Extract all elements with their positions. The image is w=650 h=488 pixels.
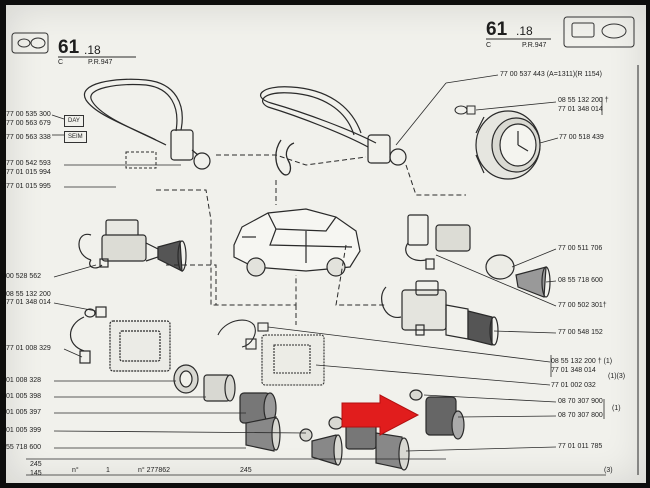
highlight-arrow bbox=[341, 394, 420, 436]
footer-left-1: 245 bbox=[30, 461, 42, 468]
footer-mid-1: n° bbox=[72, 467, 79, 474]
part-label-r17: (3) bbox=[604, 467, 613, 474]
header-icon-left bbox=[11, 32, 49, 54]
part-label-l12: 01 005 398 bbox=[6, 393, 42, 400]
part-label-l8: 08 55 132 200 bbox=[6, 291, 51, 298]
part-label-r5: 77 00 511 706 bbox=[558, 245, 603, 252]
footer-mid-3: n° 277862 bbox=[138, 467, 170, 474]
subsection-left: .18 bbox=[84, 43, 101, 57]
part-label-r11: (1)(3) bbox=[608, 373, 626, 380]
clock-bulb bbox=[454, 105, 476, 115]
subsection-right: .18 bbox=[516, 24, 533, 38]
part-label-l6: 77 01 015 995 bbox=[6, 183, 51, 190]
ref-left: P.R.947 bbox=[88, 59, 113, 66]
part-label-r7: 77 00 502 301† bbox=[558, 302, 607, 309]
switch-label-seim: SEIM bbox=[64, 131, 87, 143]
leader-lines bbox=[51, 74, 605, 452]
part-label-l5: 77 01 015 994 bbox=[6, 169, 51, 176]
part-label-l7: 00 528 562 bbox=[6, 273, 42, 280]
part-label-r1: 77 00 537 443 (A=1311)(R 1154) bbox=[500, 71, 602, 78]
part-label-l3: 77 00 563 338 bbox=[6, 134, 51, 141]
footer-right: 245 bbox=[240, 467, 252, 474]
footer-left-2: 145 bbox=[30, 470, 42, 477]
part-label-l15: 55 718 600 bbox=[6, 444, 42, 451]
part-label-l14: 01 005 399 bbox=[6, 427, 42, 434]
part-label-l11: 01 008 328 bbox=[6, 377, 42, 384]
part-label-r15: (1) bbox=[612, 405, 621, 412]
parts-diagram bbox=[11, 16, 639, 476]
part-label-l9: 77 01 348 014 bbox=[6, 299, 51, 306]
dashboard-clock bbox=[475, 110, 541, 180]
part-label-r10: 77 01 348 014 bbox=[551, 367, 596, 374]
lighter-exploded-parts bbox=[173, 364, 465, 471]
code-right: C bbox=[486, 42, 492, 49]
header-icon-right bbox=[563, 16, 635, 48]
part-label-r4: 77 00 518 439 bbox=[559, 134, 604, 141]
part-label-r16: 77 01 011 785 bbox=[558, 443, 603, 450]
car-illustration bbox=[233, 208, 361, 277]
part-label-r8: 77 00 548 152 bbox=[558, 329, 603, 336]
part-label-r9: 08 55 132 200 † (1) bbox=[551, 358, 613, 365]
part-label-l2: 77 00 563 679 bbox=[6, 120, 51, 127]
cable-clip bbox=[275, 139, 295, 176]
part-label-r12: 77 01 002 032 bbox=[551, 382, 596, 389]
choke-cable-left bbox=[83, 78, 211, 170]
part-label-r14: 08 70 307 800 bbox=[558, 412, 603, 419]
cigar-lighter-upper-right bbox=[405, 214, 551, 298]
section-number-right: 61 bbox=[486, 19, 508, 40]
section-number-left: 61 bbox=[58, 37, 80, 58]
catalogue-page: 61 .18 C P.R.947 61 .18 C P.R.947 77 00 … bbox=[6, 5, 646, 483]
part-label-r6: 08 55 718 600 bbox=[558, 277, 603, 284]
part-label-l4: 77 00 542 593 bbox=[6, 160, 51, 167]
cigar-lighter-middle-right bbox=[381, 280, 499, 346]
part-label-l13: 01 005 397 bbox=[6, 409, 42, 416]
part-label-r13: 08 70 307 900 bbox=[558, 398, 603, 405]
ref-right: P.R.947 bbox=[522, 42, 547, 49]
part-label-r2: 08 55 132 200 † bbox=[558, 97, 609, 104]
cigar-lighter-lower-middle bbox=[217, 319, 325, 386]
part-label-l10: 77 01 008 329 bbox=[6, 345, 51, 352]
part-label-r3: 77 01 348 014 bbox=[558, 106, 603, 113]
cigar-lighter-lower-left bbox=[69, 306, 171, 372]
cigar-lighter-upper-left bbox=[78, 219, 187, 273]
assembly-dashed-lines bbox=[156, 154, 466, 325]
code-left: C bbox=[58, 59, 64, 66]
footer-mid-2: 1 bbox=[106, 467, 110, 474]
choke-bracket-left bbox=[125, 151, 157, 169]
switch-label-day: DAY bbox=[64, 115, 84, 127]
part-label-l1: 77 00 535 300 bbox=[6, 111, 51, 118]
choke-cable-right bbox=[260, 86, 407, 166]
